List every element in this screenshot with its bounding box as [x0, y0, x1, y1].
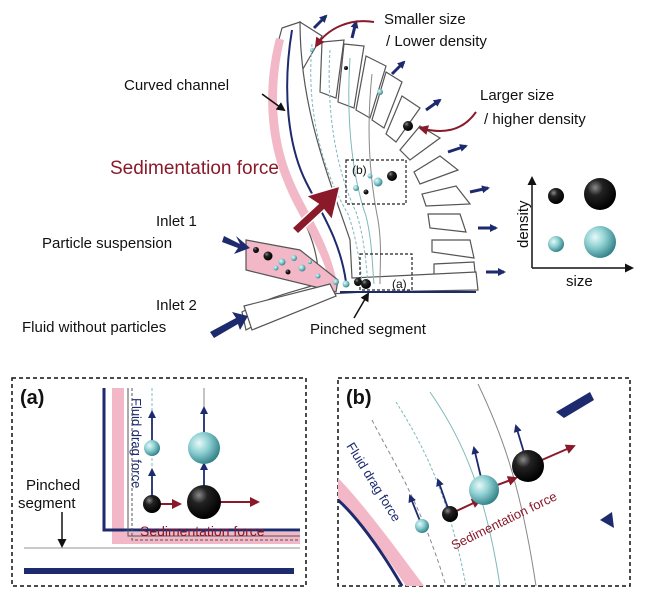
panel-b-pink-wall: [338, 478, 424, 586]
panel-b-navy-wall: [338, 498, 404, 586]
legend-large-light: [584, 226, 616, 258]
curved-channel-pointer: [261, 93, 286, 112]
sedimentation-force-arrow: [290, 184, 342, 236]
legend-small-light: [548, 236, 564, 252]
small-teal-particle: [144, 440, 160, 456]
sedimentation-force-label: Sedimentation force: [110, 158, 279, 179]
outlet-channels: [293, 21, 477, 283]
outlet-arrows: [312, 14, 506, 276]
legend-large-dense: [584, 178, 616, 210]
smaller-size-pointer: [314, 20, 375, 48]
panel-a-inner-line: [127, 388, 300, 537]
large-teal-particle: [188, 432, 220, 464]
channel-particles: [310, 48, 413, 289]
navy-wall-line: [286, 29, 347, 283]
panel-a: (a) Fluid drag force Pinched segment Sed…: [11, 377, 307, 587]
panel-b-lower-wall: [600, 512, 614, 528]
panel-a-pinched-label: Pinched: [26, 477, 80, 494]
legend-y-label: density: [515, 200, 532, 248]
small-black-particle: [143, 495, 161, 513]
inlet2-arrow: [210, 312, 248, 338]
panel-a-label: (a): [20, 387, 44, 409]
panel-a-dashed-line: [131, 388, 300, 541]
marker-b-label: (b): [352, 163, 367, 177]
panel-a-segment-label: segment: [18, 495, 76, 512]
panel-b-upper-wall: [556, 392, 594, 418]
panel-a-frame: [11, 377, 307, 587]
top-diagram: Smaller size / Lower density Larger size…: [22, 11, 586, 338]
inlet2-desc: Fluid without particles: [22, 319, 166, 336]
panel-b: (b) Fluid drag force Sedimentation force: [337, 377, 631, 587]
panel-b-label: (b): [346, 387, 372, 409]
pinched-segment-pointer: [353, 292, 370, 319]
panel-a-sedimentation-label: Sedimentation force: [140, 523, 265, 539]
smaller-size-label: Smaller size: [384, 11, 466, 28]
size-density-legend: size density: [515, 176, 634, 290]
larger-size-label: Larger size: [480, 87, 554, 104]
inlet1-arrow: [222, 236, 250, 254]
streamlines: [310, 43, 381, 285]
higher-density-label: / higher density: [484, 111, 586, 128]
panel-a-bottom-wall: [24, 568, 294, 574]
large-black-particle: [187, 485, 221, 519]
b-small-black-particle: [442, 506, 458, 522]
inlet1-title: Inlet 1: [156, 213, 197, 230]
panel-a-navy-wall: [102, 388, 300, 532]
larger-size-pointer: [418, 111, 477, 135]
b-small-teal-particle: [415, 519, 429, 533]
b-large-teal-particle: [469, 475, 499, 505]
lower-density-label: / Lower density: [386, 33, 487, 50]
panel-a-fluid-drag-label: Fluid drag force: [129, 398, 144, 488]
pink-wall: [268, 38, 336, 282]
legend-x-label: size: [566, 273, 593, 290]
b-large-black-particle: [512, 450, 544, 482]
zoom-box-a: [359, 253, 413, 291]
pinched-segment-label: Pinched segment: [310, 321, 427, 338]
inlet1-desc: Particle suspension: [42, 235, 172, 252]
zoom-box-b: [345, 159, 407, 205]
inlet2-title: Inlet 2: [156, 297, 197, 314]
curved-channel-label: Curved channel: [124, 77, 229, 94]
inlet1-particles: [253, 247, 321, 279]
legend-small-dense: [548, 188, 564, 204]
inlet2-channel: [243, 283, 337, 331]
marker-a-label: (a): [392, 277, 407, 291]
